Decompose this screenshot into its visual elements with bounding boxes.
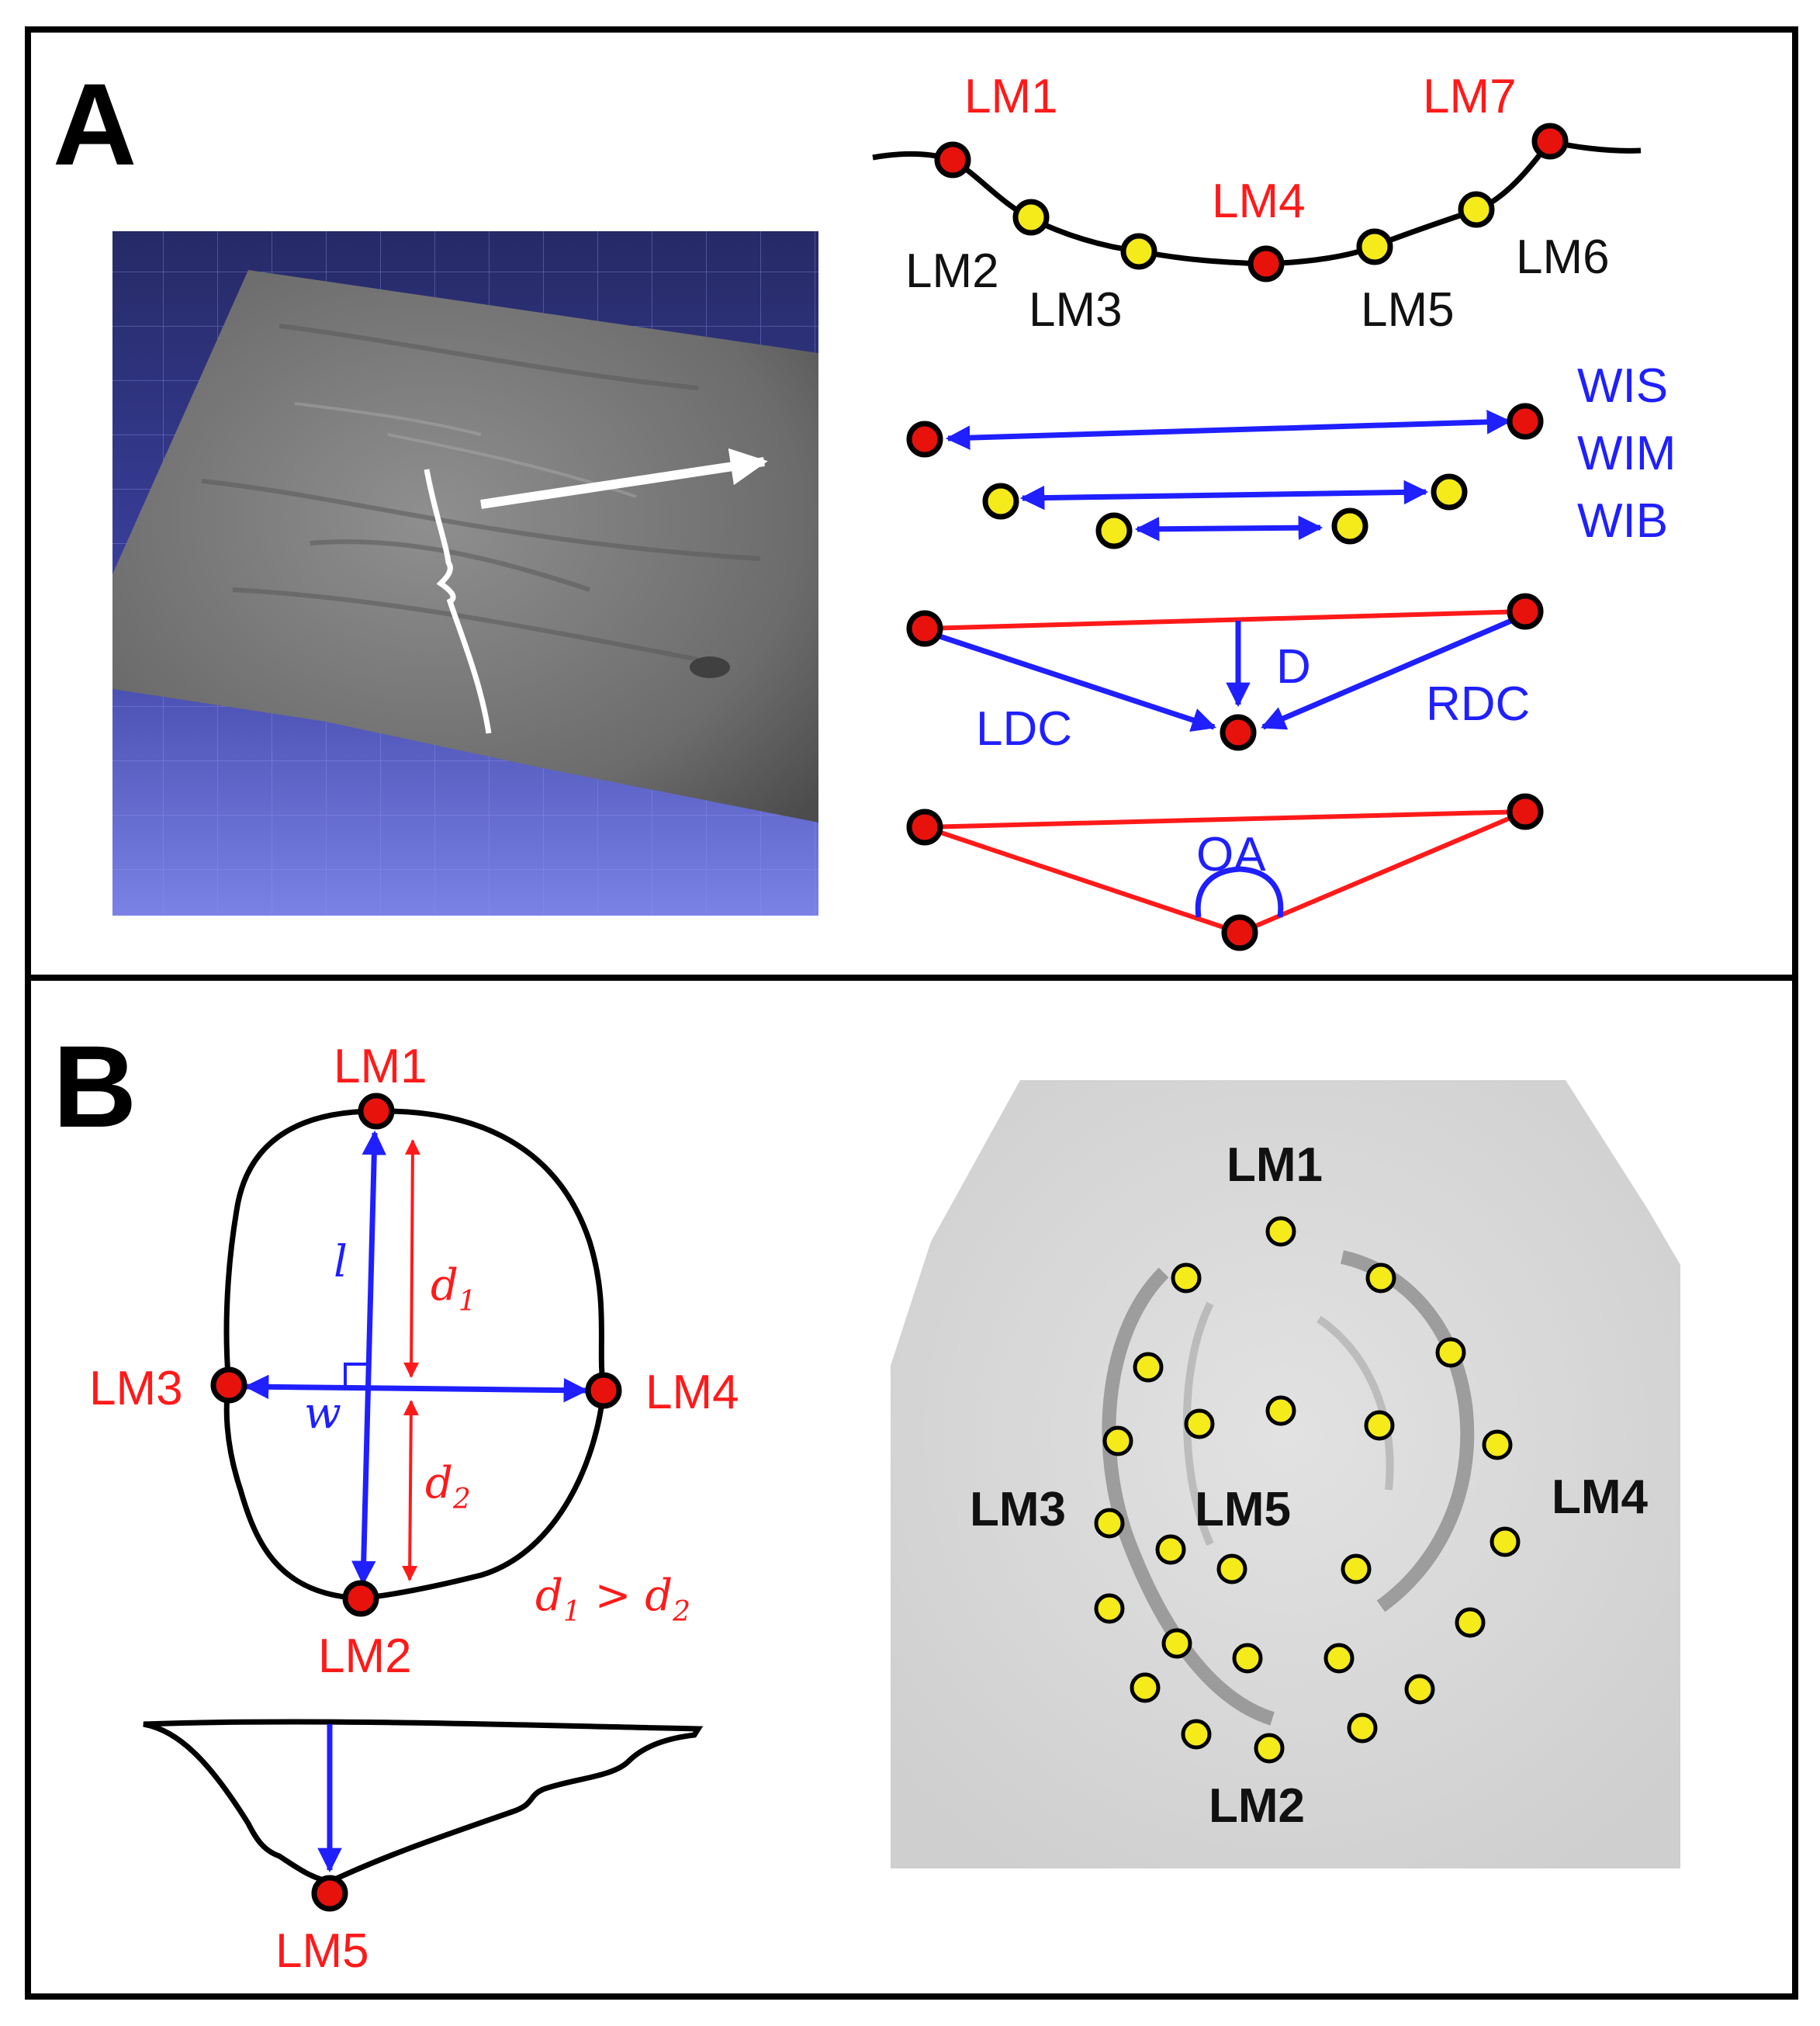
label-rdc: RDC bbox=[1426, 677, 1530, 731]
pit-profile bbox=[143, 1719, 704, 1885]
scan-label-lm1: LM1 bbox=[1227, 1138, 1323, 1192]
label-b-lm3: LM3 bbox=[89, 1362, 183, 1415]
label-oa: OA bbox=[1196, 828, 1266, 881]
label-wim: WIM bbox=[1577, 427, 1676, 480]
direction-arrow bbox=[480, 448, 768, 509]
panel-b-letter: B bbox=[53, 1021, 137, 1152]
width-arrow-wim bbox=[1019, 480, 1429, 511]
depth-arrow-rdc bbox=[1261, 615, 1518, 730]
distance-arrow-d1 bbox=[403, 1139, 420, 1378]
pit-outline-diagram: LM1 LM2 LM3 LM4 l w d1 d2 d1 > d2 bbox=[89, 1040, 739, 1683]
angle-arc bbox=[1195, 866, 1284, 918]
label-b-lm2: LM2 bbox=[318, 1629, 412, 1683]
label-ldc: LDC bbox=[976, 702, 1072, 756]
math-d1: d1 bbox=[431, 1260, 476, 1318]
landmark-lm7 bbox=[1531, 123, 1569, 160]
scan-label-lm2: LM2 bbox=[1209, 1779, 1305, 1833]
scan-label-lm5: LM5 bbox=[1195, 1483, 1291, 1536]
label-lm7: LM7 bbox=[1423, 70, 1517, 123]
semilandmark-lm3 bbox=[1120, 233, 1157, 270]
label-b-lm1: LM1 bbox=[334, 1040, 427, 1093]
depth-arrow-ldc bbox=[933, 632, 1216, 732]
section-line bbox=[424, 469, 492, 734]
scan-label-lm4: LM4 bbox=[1552, 1470, 1649, 1524]
label-lm4: LM4 bbox=[1212, 175, 1306, 228]
width-measurements: WIS WIM WIB bbox=[906, 359, 1676, 549]
landmark-lm1 bbox=[934, 141, 971, 178]
right-angle-mark bbox=[344, 1363, 370, 1387]
label-lm3: LM3 bbox=[1029, 283, 1123, 337]
opening-angle: OA bbox=[906, 793, 1544, 951]
length-arrow-l bbox=[351, 1130, 387, 1586]
semilandmark-lm6 bbox=[1458, 191, 1495, 228]
pit-profile-diagram: LM5 bbox=[143, 1719, 704, 1978]
cross-section-diagram: LM1 LM7 LM4 LM2 LM3 LM5 LM6 bbox=[872, 70, 1642, 337]
landmark-lm4 bbox=[1247, 245, 1285, 282]
pit-outline bbox=[223, 1108, 607, 1602]
depth-measurements: D LDC RDC bbox=[906, 593, 1544, 756]
math-w: w bbox=[304, 1388, 341, 1439]
panel-a-letter: A bbox=[53, 59, 137, 189]
label-b-lm5: LM5 bbox=[275, 1924, 369, 1978]
width-arrow-w bbox=[244, 1374, 589, 1403]
semilandmark-lm5 bbox=[1356, 228, 1393, 265]
math-l: l bbox=[334, 1237, 348, 1287]
scan-label-lm3: LM3 bbox=[970, 1483, 1066, 1536]
distance-arrow-d2 bbox=[402, 1400, 419, 1581]
math-d2: d2 bbox=[425, 1458, 471, 1515]
bone-surface-scan bbox=[112, 231, 818, 916]
panel-b-frame bbox=[25, 975, 1798, 2000]
label-b-lm4: LM4 bbox=[645, 1366, 739, 1419]
label-lm5: LM5 bbox=[1361, 283, 1455, 337]
label-wib: WIB bbox=[1577, 494, 1668, 548]
label-lm1: LM1 bbox=[964, 70, 1058, 123]
pit-surface-scan: LM1 LM2 LM3 LM4 LM5 bbox=[891, 1080, 1680, 1868]
label-lm6: LM6 bbox=[1516, 230, 1610, 284]
width-arrow-wis bbox=[945, 410, 1512, 450]
width-arrow-wib bbox=[1134, 515, 1323, 542]
math-inequality: d1 > d2 bbox=[535, 1571, 690, 1628]
label-d: D bbox=[1276, 640, 1311, 694]
label-wis: WIS bbox=[1577, 359, 1668, 413]
semilandmark-lm2 bbox=[1012, 199, 1050, 236]
label-lm2: LM2 bbox=[905, 244, 999, 298]
